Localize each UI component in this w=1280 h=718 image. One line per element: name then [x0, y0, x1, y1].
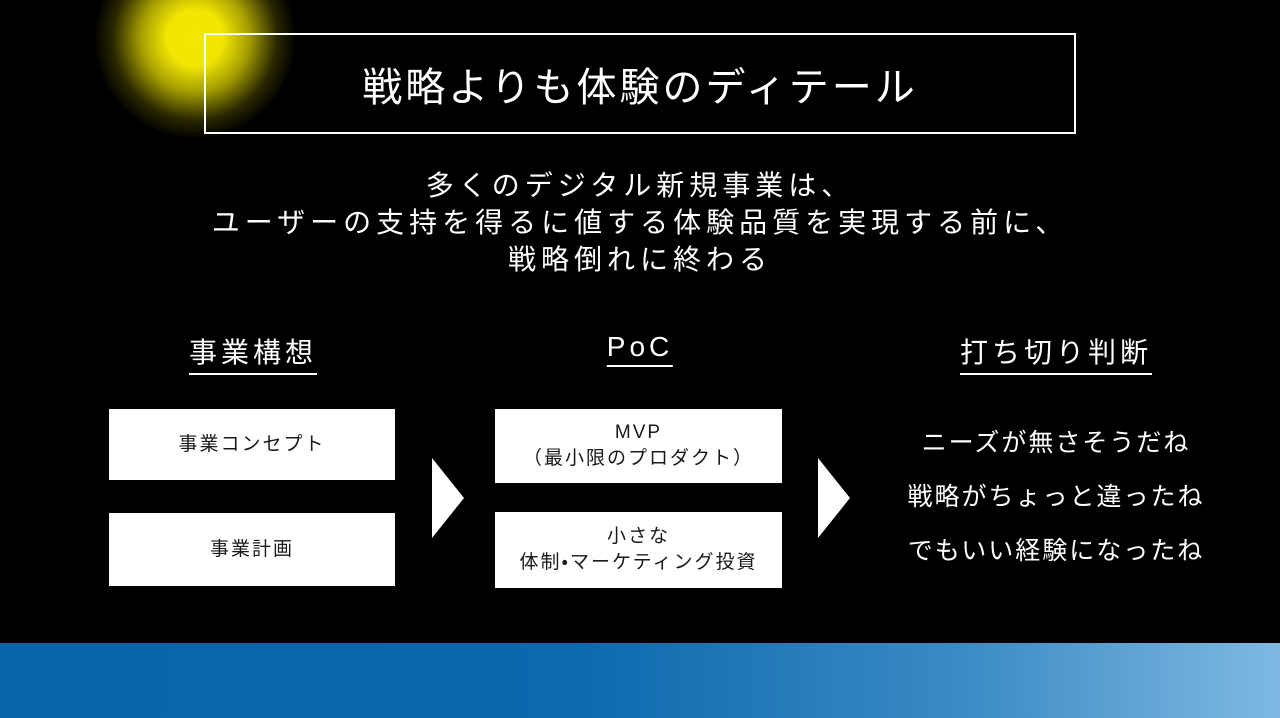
outcome-wrong-strategy: 戦略がちょっと違ったね [907, 483, 1205, 511]
box-business-plan: 事業計画 [109, 513, 395, 586]
subtitle-line-1: 多くのデジタル新規事業は、 [425, 170, 855, 201]
outcome-no-needs: ニーズが無さそうだね [921, 429, 1191, 457]
title-box: 戦略よりも体験のディテール [204, 33, 1076, 134]
box-business-plan-label: 事業計画 [209, 538, 294, 560]
outcome-list: ニーズが無さそうだね 戦略がちょっと違ったね でもいい経験になったね [881, 416, 1231, 578]
stage-header-poc: PoC [606, 331, 674, 367]
subtitle-line-2: ユーザーの支持を得るに値する体験品質を実現する前に、 [211, 207, 1069, 238]
stage-header-business-concept: 事業構想 [188, 331, 318, 375]
box-small-investment-line-2: 体制・マーケティング投資 [519, 552, 758, 573]
box-small-investment-line-1: 小さな [606, 526, 670, 547]
subtitle-line-3: 戦略倒れに終わる [507, 244, 772, 275]
box-small-investment: 小さな 体制・マーケティング投資 [495, 512, 782, 588]
arrow-right-icon [818, 458, 850, 538]
box-business-concept-label: 事業コンセプト [178, 433, 326, 455]
box-mvp: MVP （最小限のプロダクト） [495, 409, 782, 483]
stage-header-termination-decision: 打ち切り判断 [959, 331, 1153, 375]
subtitle: 多くのデジタル新規事業は、 ユーザーの支持を得るに値する体験品質を実現する前に、… [0, 167, 1280, 278]
footer-gradient-band [0, 643, 1280, 718]
box-mvp-line-1: MVP [614, 422, 663, 443]
outcome-good-experience: でもいい経験になったね [907, 537, 1205, 565]
box-business-concept: 事業コンセプト [109, 409, 395, 480]
arrow-right-icon [432, 458, 464, 538]
slide-title: 戦略よりも体験のディテール [362, 65, 918, 110]
box-mvp-line-2: （最小限のプロダクト） [522, 448, 754, 469]
